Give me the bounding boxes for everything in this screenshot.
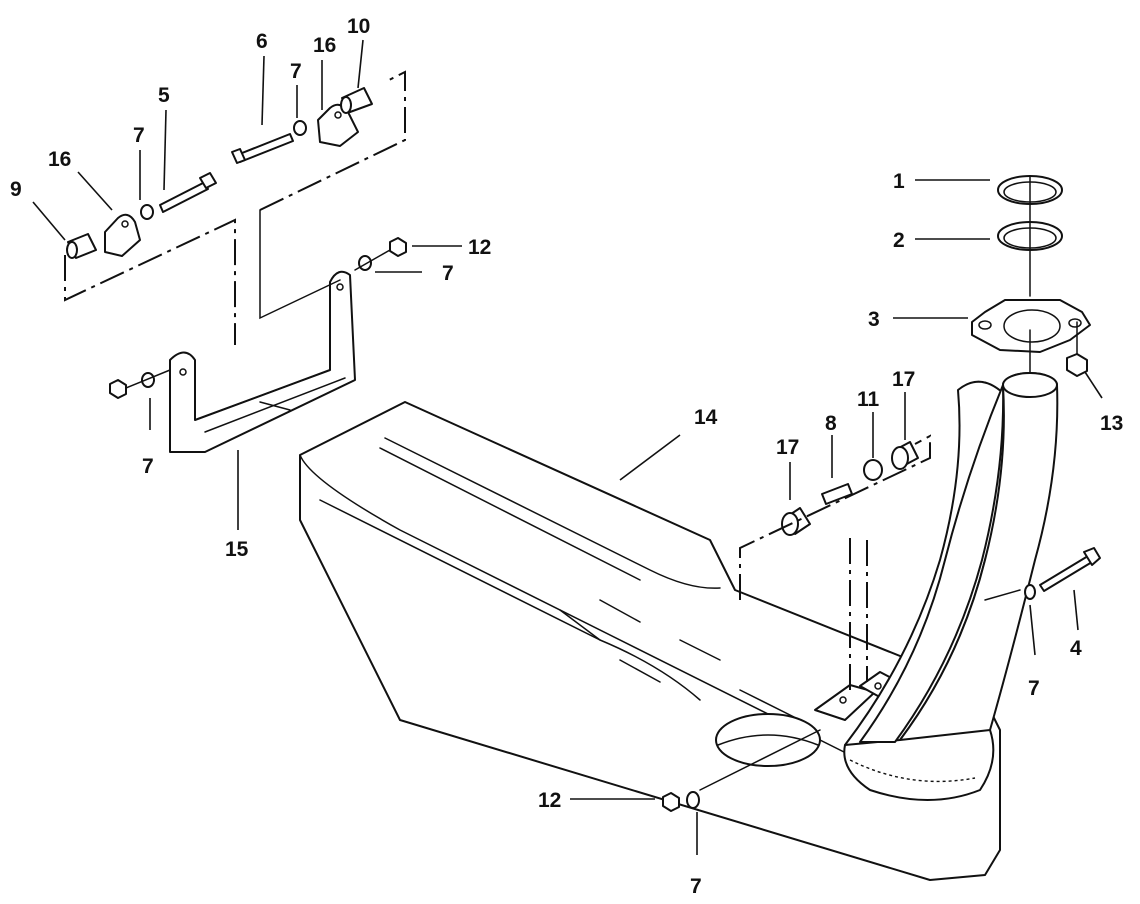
callout-7-right: 7 [442, 262, 454, 285]
washer-7-left [140, 204, 154, 220]
callout-12-bottom: 12 [538, 789, 561, 812]
assembly-line-upper-box [64, 218, 236, 345]
callout-14: 14 [694, 406, 718, 429]
isolator-17-left [781, 507, 811, 536]
washer-7-bracket-left [141, 372, 155, 388]
callout-6: 6 [256, 30, 268, 53]
callout-11: 11 [857, 388, 880, 411]
mount-bracket-16-left [104, 213, 141, 257]
callout-7-bolt4: 7 [1028, 677, 1040, 700]
callout-4: 4 [1070, 637, 1082, 660]
isolator-11 [863, 459, 883, 481]
callout-8: 8 [825, 412, 837, 435]
callout-7-left: 7 [133, 124, 145, 147]
washer-7-bottom [686, 791, 700, 809]
callout-13: 13 [1100, 412, 1123, 435]
washer-7-top [293, 120, 307, 136]
isolator-17-right [891, 441, 919, 470]
callout-17-right: 17 [892, 368, 915, 391]
spacer-9 [66, 233, 97, 259]
callout-3: 3 [868, 308, 880, 331]
callout-16-left: 16 [48, 148, 71, 171]
nut-13 [1066, 353, 1088, 377]
callout-12-top: 12 [468, 236, 491, 259]
flange-plate [971, 299, 1091, 353]
callout-10: 10 [347, 15, 370, 38]
bolt-4 [1024, 547, 1101, 600]
callout-15: 15 [225, 538, 249, 561]
callout-1: 1 [893, 170, 905, 193]
nut-left [109, 379, 127, 399]
callout-2: 2 [893, 229, 905, 252]
callout-5: 5 [158, 84, 170, 107]
washer-7-right [358, 255, 372, 271]
muffler-body [299, 401, 1001, 881]
inlet-pipe [844, 372, 1059, 746]
callout-16-right: 16 [313, 34, 336, 57]
callout-7-top: 7 [290, 60, 302, 83]
nut-12-bottom [662, 792, 680, 812]
assembly-line-isolator [739, 434, 931, 600]
nut-12-top [389, 237, 407, 257]
bolt-5 [159, 172, 217, 213]
callout-9: 9 [10, 178, 22, 201]
spacer-10 [340, 87, 373, 114]
callout-7-bracket: 7 [142, 455, 154, 478]
callout-7-bottom: 7 [690, 875, 702, 898]
callout-17-left: 17 [776, 436, 799, 459]
bolt-6 [231, 133, 294, 164]
bracket-15 [169, 270, 356, 453]
